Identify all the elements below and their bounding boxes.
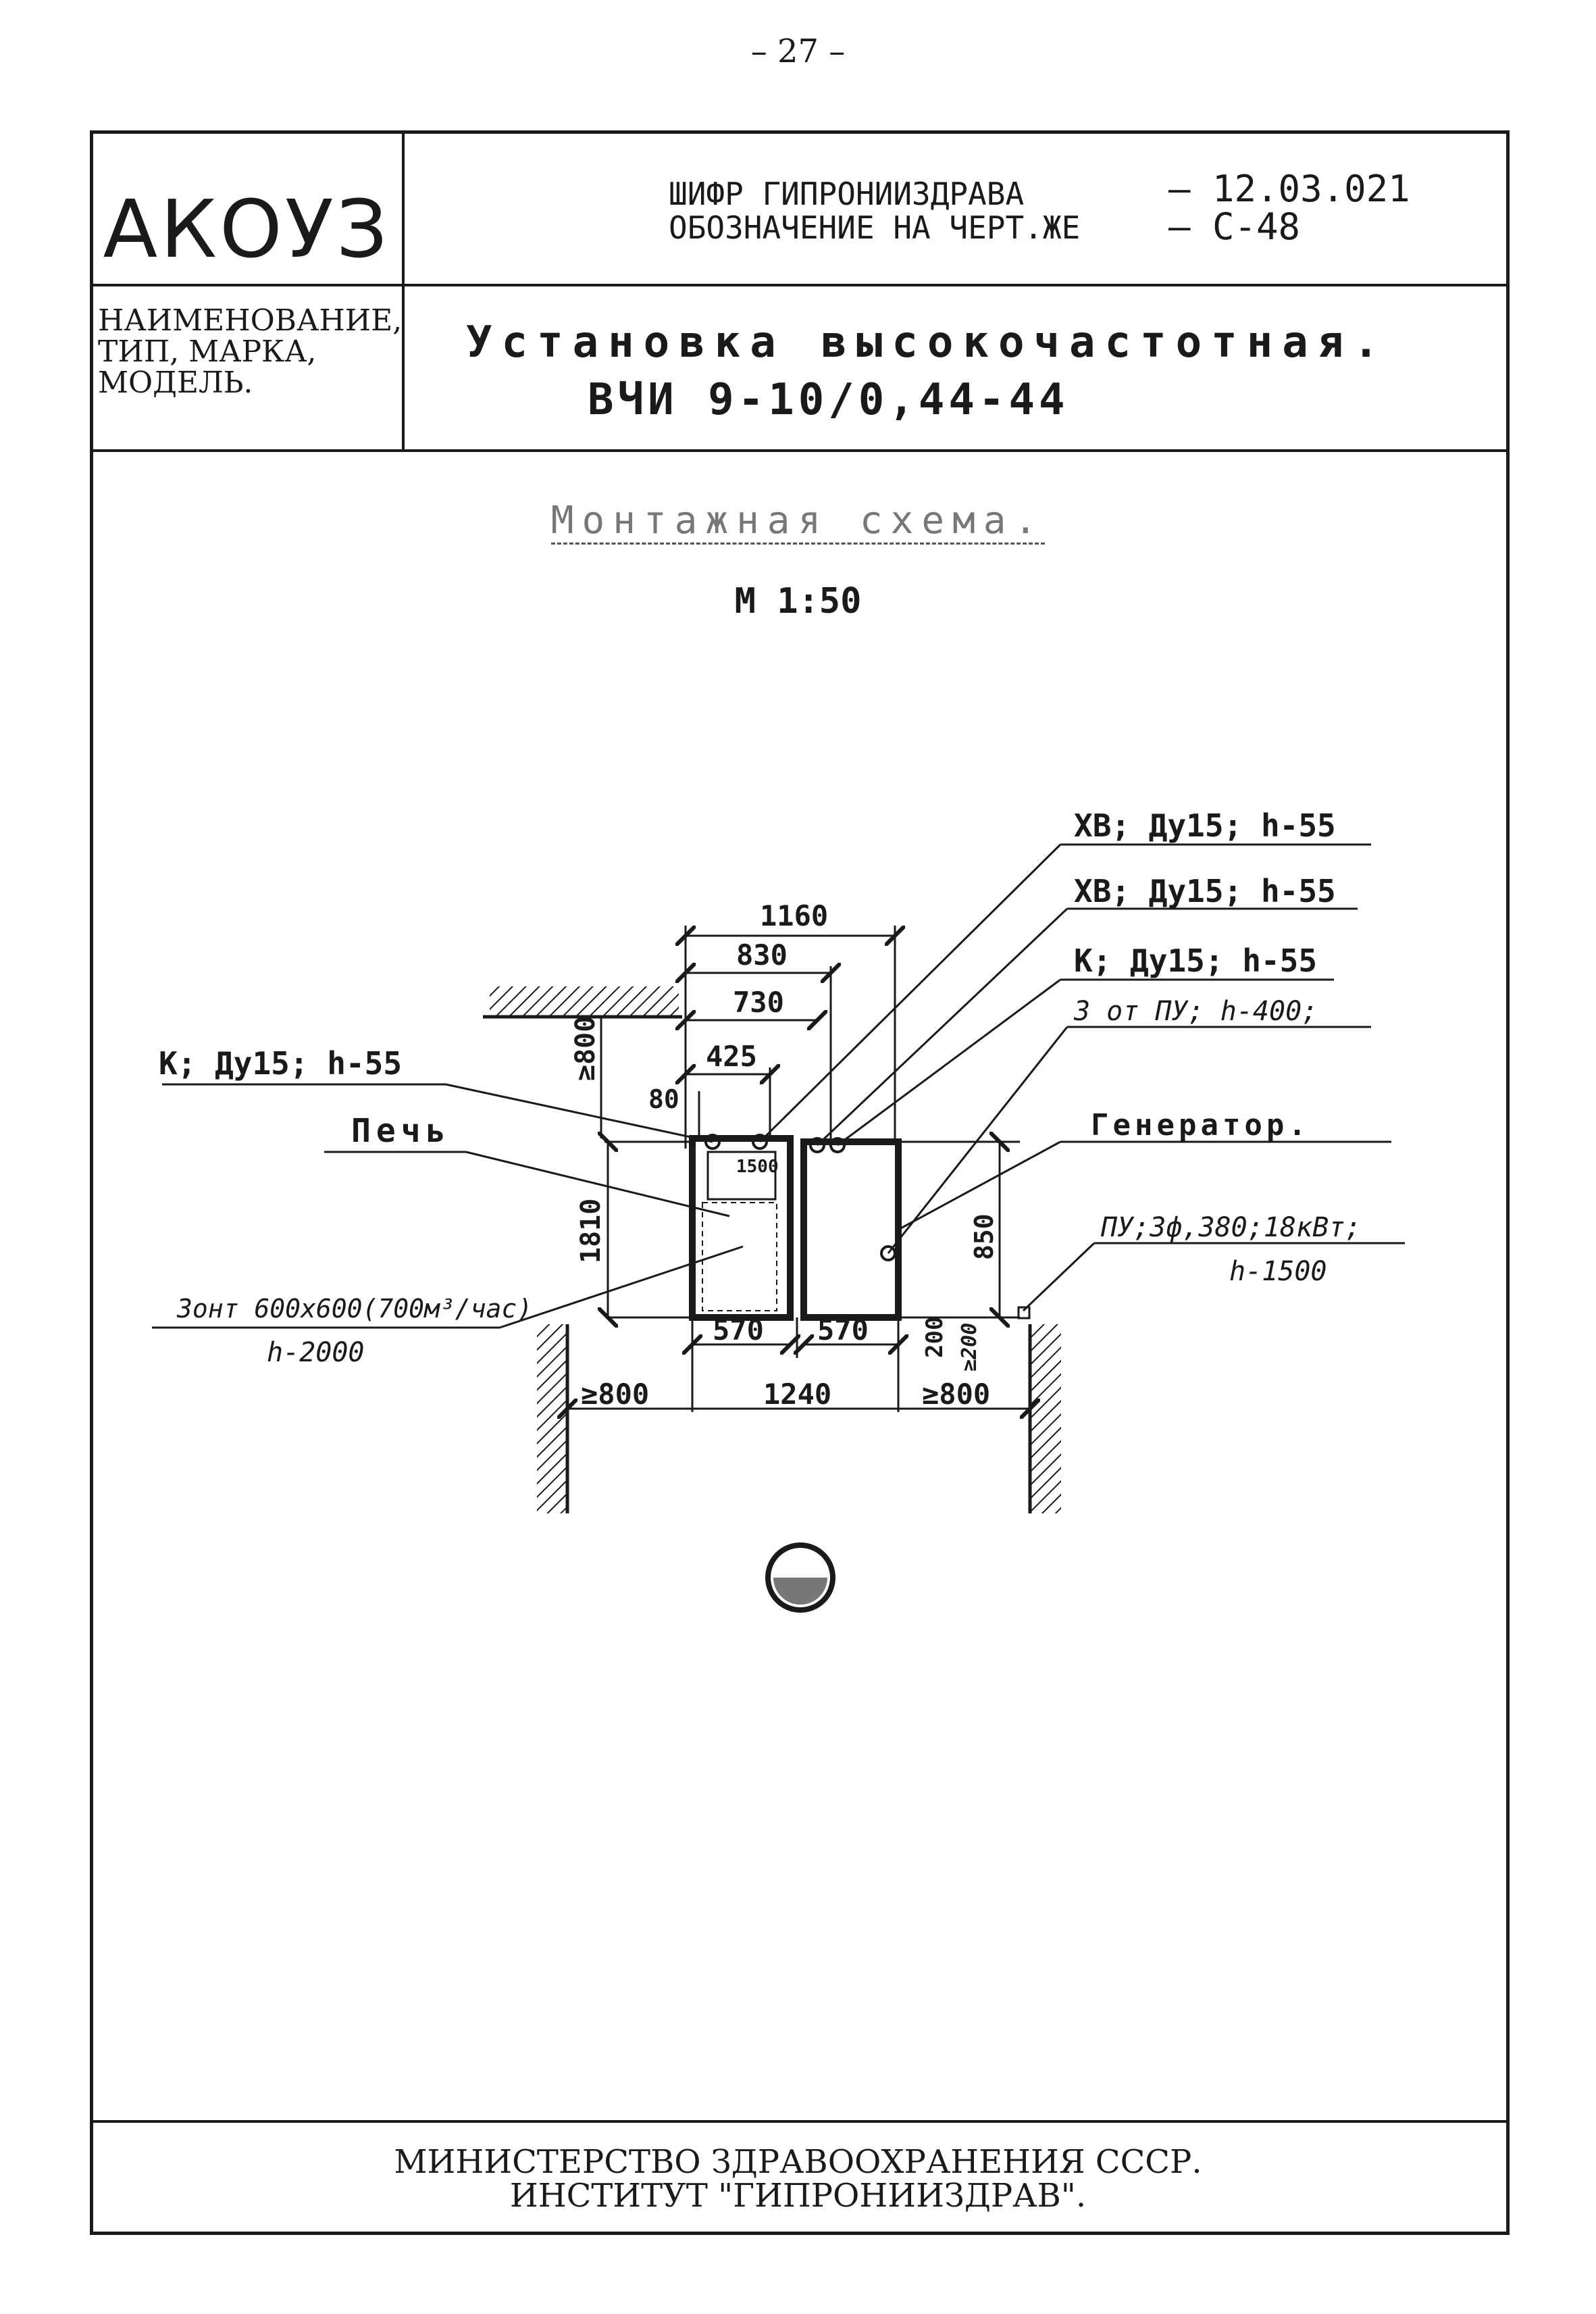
equipment-model: ВЧИ 9-10/0,44-44 bbox=[588, 375, 1069, 425]
dim-1160: 1160 bbox=[760, 899, 828, 932]
dimension-lines bbox=[567, 926, 1030, 1412]
left-wall bbox=[537, 1324, 569, 1513]
callout-oven: Печь bbox=[351, 1112, 451, 1150]
name-label-line-2: ТИП, МАРКА, bbox=[98, 334, 317, 369]
header-vertical-divider bbox=[402, 130, 405, 449]
name-label-line-3: МОДЕЛЬ. bbox=[98, 366, 253, 400]
callout-drain-left: К; Дy15; h-55 bbox=[159, 1045, 402, 1082]
generator-outline bbox=[800, 1138, 902, 1321]
dim-850: 850 bbox=[969, 1213, 999, 1260]
cipher-values: – 12.03.021 – С-48 bbox=[1168, 170, 1410, 246]
dim-800-top: ≥800 bbox=[570, 1016, 601, 1081]
leader-lines bbox=[152, 843, 1405, 1329]
electric-point bbox=[880, 1245, 896, 1261]
header-divider bbox=[90, 284, 1510, 286]
name-label-line-1: НАИМЕНОВАНИЕ, bbox=[98, 303, 403, 338]
right-wall bbox=[1028, 1324, 1061, 1513]
cipher-value: – 12.03.021 bbox=[1168, 168, 1410, 210]
page-number: – 27 – bbox=[750, 32, 846, 70]
callout-electric: 3 от ПУ; h-400; bbox=[1073, 996, 1318, 1027]
callout-drain-right: К; Дy15; h-55 bbox=[1074, 942, 1317, 979]
dim-830: 830 bbox=[736, 938, 788, 972]
footer-block: МИНИСТЕРСТВО ЗДРАВООХРАНЕНИЯ СССР.ИНСТИТ… bbox=[0, 2145, 1596, 2213]
oven-inner bbox=[702, 1202, 777, 1311]
scheme-scale: М 1:50 bbox=[734, 581, 862, 622]
dimension-values: 1160 830 730 425 80 ≥800 1810 1500 850 5… bbox=[570, 899, 999, 1411]
dim-730: 730 bbox=[733, 986, 784, 1019]
callout-hood-2: h-2000 bbox=[267, 1337, 365, 1368]
cipher-block: ШИФР ГИПРОНИИЗДРАВА ОБОЗНАЧЕНИЕ НА ЧЕРТ.… bbox=[669, 177, 1080, 245]
round-stamp-icon bbox=[765, 1542, 835, 1613]
hood-outline bbox=[706, 1151, 777, 1201]
water-point-gen bbox=[809, 1137, 825, 1153]
name-divider bbox=[90, 449, 1510, 452]
dim-80: 80 bbox=[648, 1084, 679, 1114]
name-label: НАИМЕНОВАНИЕ, ТИП, МАРКА, МОДЕЛЬ. bbox=[98, 305, 402, 399]
dim-1240: 1240 bbox=[763, 1378, 831, 1411]
dim-800-left: ≥800 bbox=[581, 1378, 649, 1411]
callout-generator: Генератор. bbox=[1091, 1108, 1310, 1142]
footer-divider bbox=[90, 2120, 1510, 2123]
dim-570-left: 570 bbox=[713, 1313, 764, 1347]
organization-logo: АКОУЗ bbox=[103, 182, 390, 276]
water-point-oven bbox=[752, 1134, 768, 1150]
drawing-frame bbox=[90, 130, 1510, 2235]
distribution-panel bbox=[1017, 1306, 1031, 1319]
scheme-title-text: Монтажная схема. bbox=[550, 499, 1046, 545]
dim-570-right: 570 bbox=[817, 1313, 869, 1347]
callout-hood-1: Зонт 600x600(700м³/час) bbox=[176, 1294, 532, 1324]
dim-425: 425 bbox=[706, 1040, 757, 1073]
top-wall bbox=[483, 986, 682, 1019]
footer-ministry: МИНИСТЕРСТВО ЗДРАВООХРАНЕНИЯ СССР. bbox=[394, 2143, 1202, 2181]
callout-panel-2: h-1500 bbox=[1229, 1256, 1327, 1287]
designation-value: – С-48 bbox=[1168, 205, 1301, 248]
designation-label: ОБОЗНАЧЕНИЕ НА ЧЕРТ.ЖЕ bbox=[669, 209, 1081, 246]
footer-institute: ИНСТИТУТ "ГИПРОНИИЗДРАВ". bbox=[509, 2177, 1087, 2215]
dim-1500: 1500 bbox=[736, 1157, 779, 1177]
callout-panel-1: ПУ;3ф,380;18кВт; bbox=[1100, 1212, 1361, 1243]
cipher-label: ШИФР ГИПРОНИИЗДРАВА bbox=[669, 176, 1025, 212]
drain-point-gen bbox=[829, 1137, 846, 1153]
callout-cold-water-2: ХВ; Дy15; h-55 bbox=[1074, 873, 1336, 909]
scheme-title: Монтажная схема. bbox=[0, 499, 1596, 545]
callout-cold-water-1: ХВ; Дy15; h-55 bbox=[1074, 807, 1336, 844]
equipment-name: Установка высокочастотная. bbox=[466, 318, 1389, 368]
dim-800-right: ≥800 bbox=[922, 1378, 990, 1411]
dim-200-min: ≥200 bbox=[958, 1323, 981, 1372]
drain-point-oven bbox=[704, 1134, 721, 1150]
dim-1810: 1810 bbox=[575, 1199, 607, 1263]
dim-200: 200 bbox=[921, 1317, 948, 1358]
